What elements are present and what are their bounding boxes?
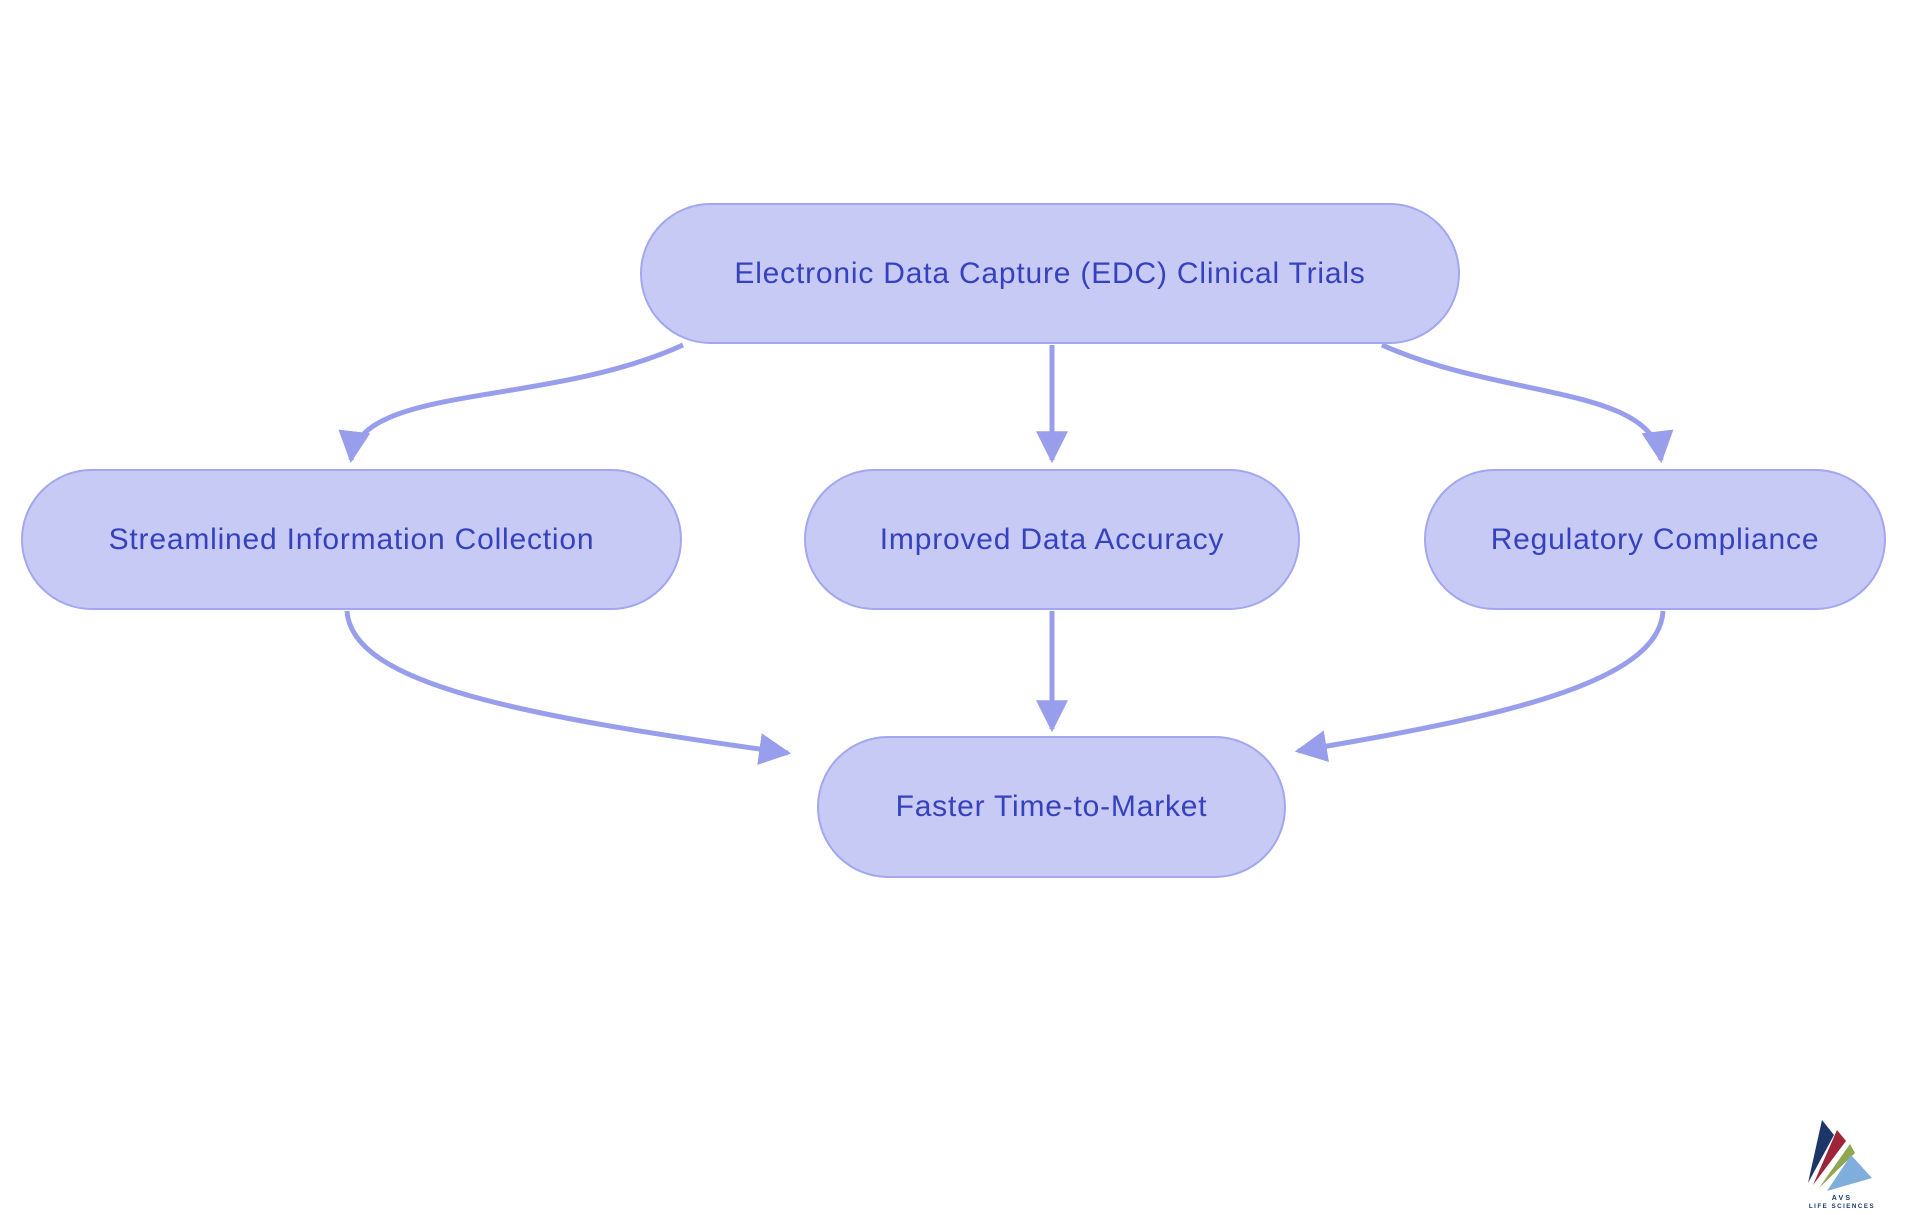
node-streamlined-information-collection-label: Streamlined Information Collection	[108, 522, 595, 556]
logo-triangle-maroon-icon	[1813, 1130, 1846, 1185]
node-faster-time-to-market[interactable]: Faster Time-to-Market	[817, 736, 1286, 878]
edge-right-to-bottom	[1294, 610, 1666, 763]
node-regulatory-compliance[interactable]: Regulatory Compliance	[1424, 469, 1886, 610]
node-regulatory-compliance-label: Regulatory Compliance	[1490, 522, 1820, 556]
node-improved-data-accuracy[interactable]: Improved Data Accuracy	[804, 469, 1300, 610]
avs-life-sciences-logo: AVS LIFE SCIENCES	[1808, 1120, 1875, 1210]
edge-left-to-bottom	[344, 610, 792, 765]
edge-root-to-right	[1380, 342, 1674, 464]
logo-triangle-olive-icon	[1819, 1144, 1855, 1188]
logo-triangle-navy-icon	[1808, 1120, 1834, 1183]
edge-root-to-left	[338, 342, 685, 464]
logo-triangle-blue-icon	[1827, 1155, 1872, 1191]
node-improved-data-accuracy-label: Improved Data Accuracy	[879, 522, 1225, 556]
logo-text-line2: LIFE SCIENCES	[1809, 1203, 1875, 1210]
node-streamlined-information-collection[interactable]: Streamlined Information Collection	[21, 469, 682, 610]
node-edc-clinical-trials-label: Electronic Data Capture (EDC) Clinical T…	[734, 256, 1366, 290]
logo-text-line1: AVS	[1832, 1195, 1852, 1202]
node-faster-time-to-market-label: Faster Time-to-Market	[895, 790, 1208, 823]
node-edc-clinical-trials[interactable]: Electronic Data Capture (EDC) Clinical T…	[640, 203, 1460, 344]
